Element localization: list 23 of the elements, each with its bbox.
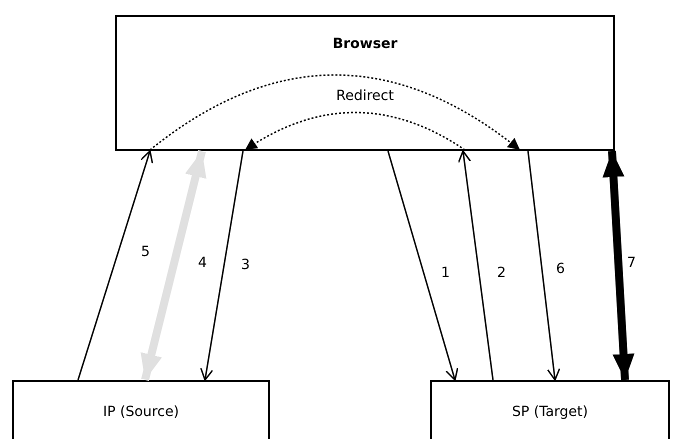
browser-box bbox=[115, 15, 615, 151]
arrow bbox=[200, 150, 244, 381]
arrow bbox=[140, 150, 206, 381]
server-box bbox=[12, 380, 270, 439]
arrow bbox=[77, 150, 154, 380]
redirect-arc bbox=[244, 112, 466, 151]
arrow bbox=[527, 150, 560, 381]
redirect-arc bbox=[150, 74, 520, 151]
edge-label: 3 bbox=[240, 258, 251, 272]
node-label: Browser bbox=[332, 36, 398, 52]
edge-label: 6 bbox=[555, 262, 566, 276]
edge-label: 2 bbox=[496, 266, 507, 280]
node-label: Redirect bbox=[336, 88, 394, 104]
node-label: IP (Source) bbox=[102, 404, 180, 420]
node-label: SP (Target) bbox=[512, 404, 588, 420]
edge-label: 7 bbox=[626, 256, 637, 270]
server-box bbox=[430, 380, 670, 439]
edge-label: 5 bbox=[140, 245, 151, 259]
edge-label: 4 bbox=[197, 256, 208, 270]
arrow bbox=[602, 150, 634, 380]
arrow bbox=[387, 150, 458, 381]
arrow bbox=[458, 150, 494, 380]
edge-label: 1 bbox=[440, 266, 451, 280]
